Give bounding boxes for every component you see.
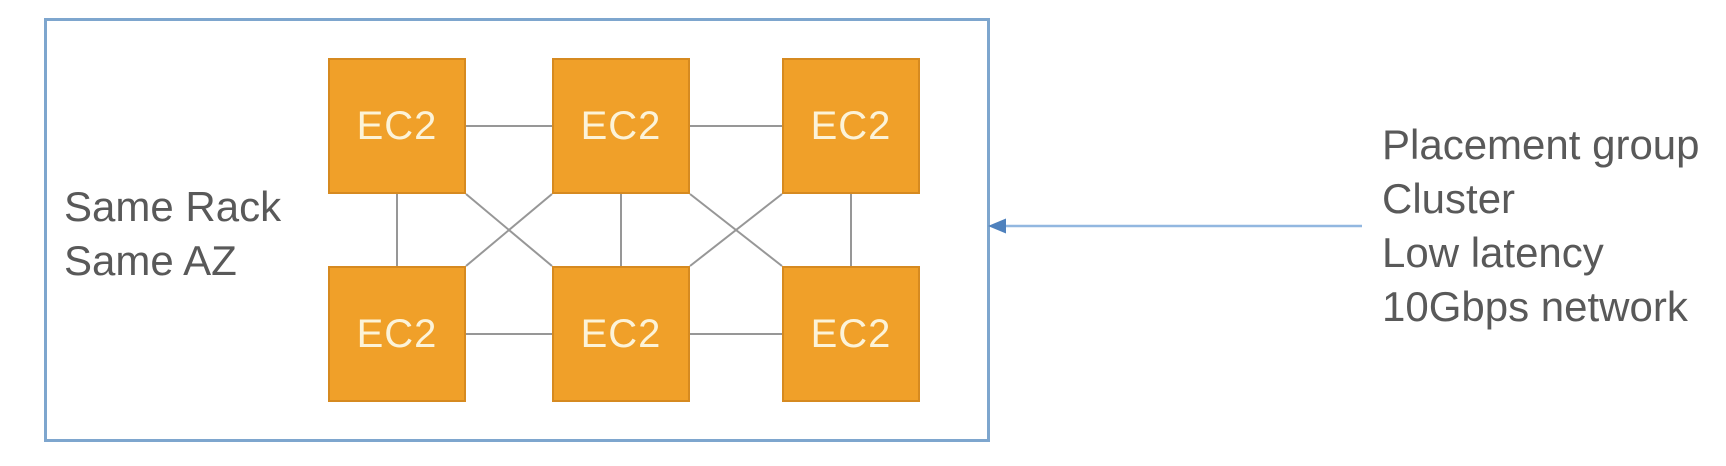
ec2-node-4: EC2	[328, 266, 466, 402]
annotation-arrow	[988, 218, 1362, 234]
frame-label: Same Rack Same AZ	[64, 180, 281, 288]
annotation-line-3: Low latency	[1382, 229, 1604, 276]
ec2-node-6: EC2	[782, 266, 920, 402]
annotation-text: Placement group Cluster Low latency 10Gb…	[1382, 118, 1700, 334]
annotation-line-4: 10Gbps network	[1382, 283, 1688, 330]
connector-line	[689, 193, 783, 267]
connector-line	[465, 193, 553, 267]
left-arrow-icon	[988, 218, 1006, 234]
placement-group-frame	[44, 18, 990, 442]
frame-label-line-1: Same Rack	[64, 183, 282, 230]
ec2-node-1: EC2	[328, 58, 466, 194]
annotation-line-2: Cluster	[1382, 175, 1516, 222]
ec2-node-3: EC2	[782, 58, 920, 194]
annotation-line-1: Placement group	[1382, 121, 1700, 168]
ec2-node-2: EC2	[552, 58, 690, 194]
frame-label-line-2: Same AZ	[64, 237, 237, 284]
ec2-node-5: EC2	[552, 266, 690, 402]
